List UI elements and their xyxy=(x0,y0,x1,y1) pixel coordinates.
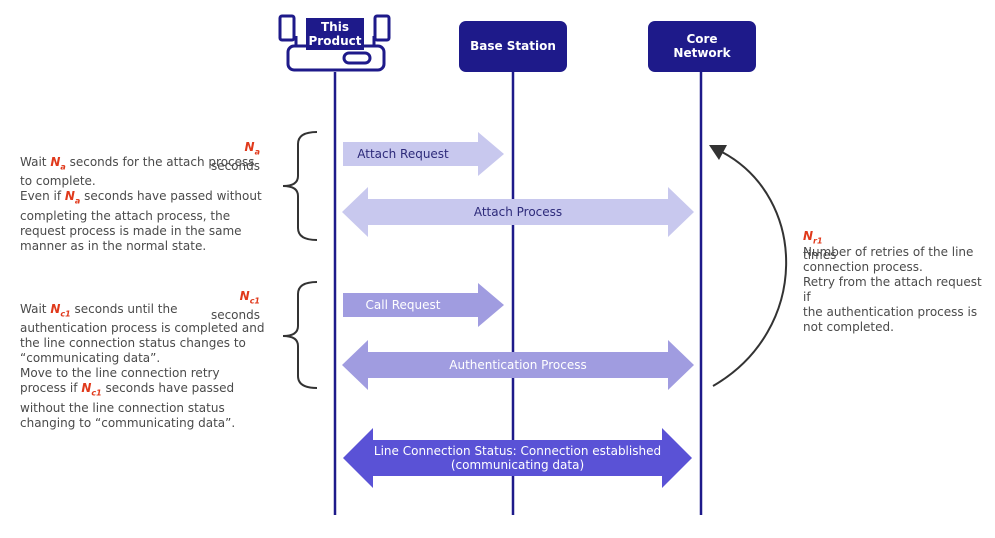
retry-times-heading: Nr1 times xyxy=(803,214,983,263)
attach-request-label: Attach Request xyxy=(357,147,449,161)
na-brace xyxy=(282,131,318,241)
core-network-label: Core Network xyxy=(673,32,731,60)
nc1-description: Wait Nc1 seconds until the authenticatio… xyxy=(20,302,265,430)
call-request-arrow xyxy=(343,283,504,327)
na-description: Wait Na seconds for the attach process t… xyxy=(20,155,262,253)
na-variable: Na xyxy=(244,140,260,157)
retry-arrowhead xyxy=(709,145,727,160)
nc1-seconds-heading: Nc1 seconds xyxy=(160,274,260,323)
nc1-seconds-label: seconds xyxy=(210,308,260,323)
core-network-box xyxy=(648,21,756,72)
na-seconds-heading: Na seconds xyxy=(160,125,260,174)
authentication-process-label: Authentication Process xyxy=(449,358,587,372)
line-status-arrow xyxy=(343,428,692,488)
retry-arrow xyxy=(712,151,788,387)
retry-variable: Nr1 xyxy=(803,229,823,246)
base-station-label: Base Station xyxy=(470,39,556,53)
attach-process-label: Attach Process xyxy=(473,205,563,219)
retry-times-label: times xyxy=(803,248,837,263)
nc1-variable: Nc1 xyxy=(239,289,260,306)
attach-process-arrow xyxy=(342,187,694,237)
line-status-label: Line Connection Status: Connection estab… xyxy=(373,444,662,472)
na-seconds-label: seconds xyxy=(210,159,260,174)
base-station-box xyxy=(459,21,567,72)
product-label-box xyxy=(306,18,364,50)
attach-request-arrow xyxy=(343,132,504,176)
nc1-brace xyxy=(282,281,318,389)
call-request-label: Call Request xyxy=(365,298,441,312)
router-icon xyxy=(278,14,391,72)
authentication-process-arrow xyxy=(342,340,694,390)
retry-description: Number of retries of the line connection… xyxy=(803,245,982,334)
product-label: This Product xyxy=(308,20,362,48)
